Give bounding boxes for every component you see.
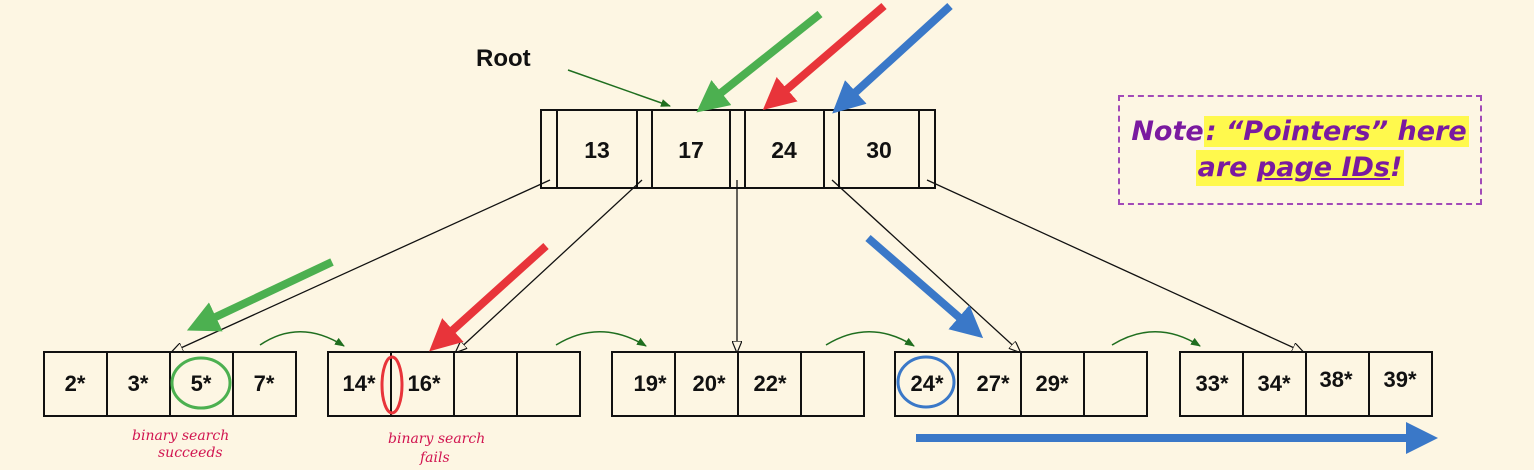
- leaf-entry: 7*: [254, 371, 275, 396]
- leaf-entry: 5*: [191, 371, 212, 396]
- child-pointer: [456, 179, 643, 352]
- note-line-1: Note: “Pointers” here: [1131, 114, 1469, 150]
- leaf-entry: 39*: [1383, 367, 1416, 392]
- sibling-link: [825, 331, 915, 347]
- leaf-node: 2* 3* 5* 7*: [43, 351, 297, 417]
- leaf-node: 19* 20* 22*: [611, 351, 865, 417]
- annotation-failure-line1: binary search: [388, 431, 485, 447]
- search-arrow-blue: [865, 234, 984, 339]
- leaf-node: 14* 16*: [327, 351, 581, 417]
- note-line1-text: : “Pointers” here: [1203, 115, 1469, 147]
- search-arrow-green: [696, 10, 823, 113]
- leaf-entry: 19*: [633, 371, 666, 396]
- leaf-entry: 34*: [1257, 371, 1290, 396]
- sibling-link: [1111, 331, 1201, 347]
- leaf-node: 33* 34* 38* 39*: [1179, 351, 1433, 417]
- search-arrow-green: [186, 258, 334, 332]
- leaf-entry: 22*: [753, 371, 786, 396]
- search-arrow-blue: [832, 3, 953, 114]
- leaf-node: 24* 27* 29*: [894, 351, 1148, 417]
- sibling-links: [259, 331, 1201, 347]
- leaf-entry: 20*: [692, 371, 725, 396]
- child-pointers: [172, 179, 1303, 352]
- note-page-ids: page IDs: [1256, 152, 1391, 183]
- note-line-2: are page IDs!: [1195, 150, 1405, 187]
- leaf-entry: 3*: [128, 371, 149, 396]
- leaf-entry: 16*: [407, 371, 440, 396]
- child-pointer: [926, 179, 1303, 352]
- leaf-entry: 29*: [1035, 371, 1068, 396]
- note-box: Note: “Pointers” here are page IDs!: [1118, 95, 1482, 205]
- annotation-success-line2: succeeds: [158, 445, 223, 461]
- range-start-circle: [896, 355, 956, 409]
- root-key: 24: [771, 137, 797, 163]
- found-circle: [170, 356, 232, 410]
- not-found-oval: [380, 355, 404, 415]
- leaf-entry: 33*: [1195, 371, 1228, 396]
- root-key: 30: [866, 137, 892, 163]
- sibling-link: [555, 331, 647, 347]
- root-key: 17: [678, 137, 704, 163]
- root-label: Root: [476, 45, 531, 72]
- note-line2-pre: are: [1197, 152, 1257, 183]
- search-arrow-red: [762, 2, 887, 111]
- child-pointer: [172, 179, 551, 352]
- root-key: 13: [584, 137, 610, 163]
- annotation-success-line1: binary search: [132, 428, 229, 444]
- note-label: Note: [1131, 115, 1204, 147]
- sibling-link: [259, 331, 345, 347]
- search-arrow-red: [429, 243, 549, 352]
- leaf-entry: 38*: [1319, 367, 1352, 392]
- leaf-entry: 14*: [342, 371, 375, 396]
- child-pointer: [831, 179, 1020, 352]
- leaf-entry: 27*: [976, 371, 1009, 396]
- leaf-entry: 2*: [65, 371, 86, 396]
- leaf-entry: 24*: [910, 371, 943, 396]
- note-line2-post: !: [1390, 152, 1403, 183]
- annotation-failure-line2: fails: [419, 450, 450, 466]
- root-node: 13 17 24 30: [540, 109, 936, 189]
- root-pointer-arrow: [567, 69, 671, 107]
